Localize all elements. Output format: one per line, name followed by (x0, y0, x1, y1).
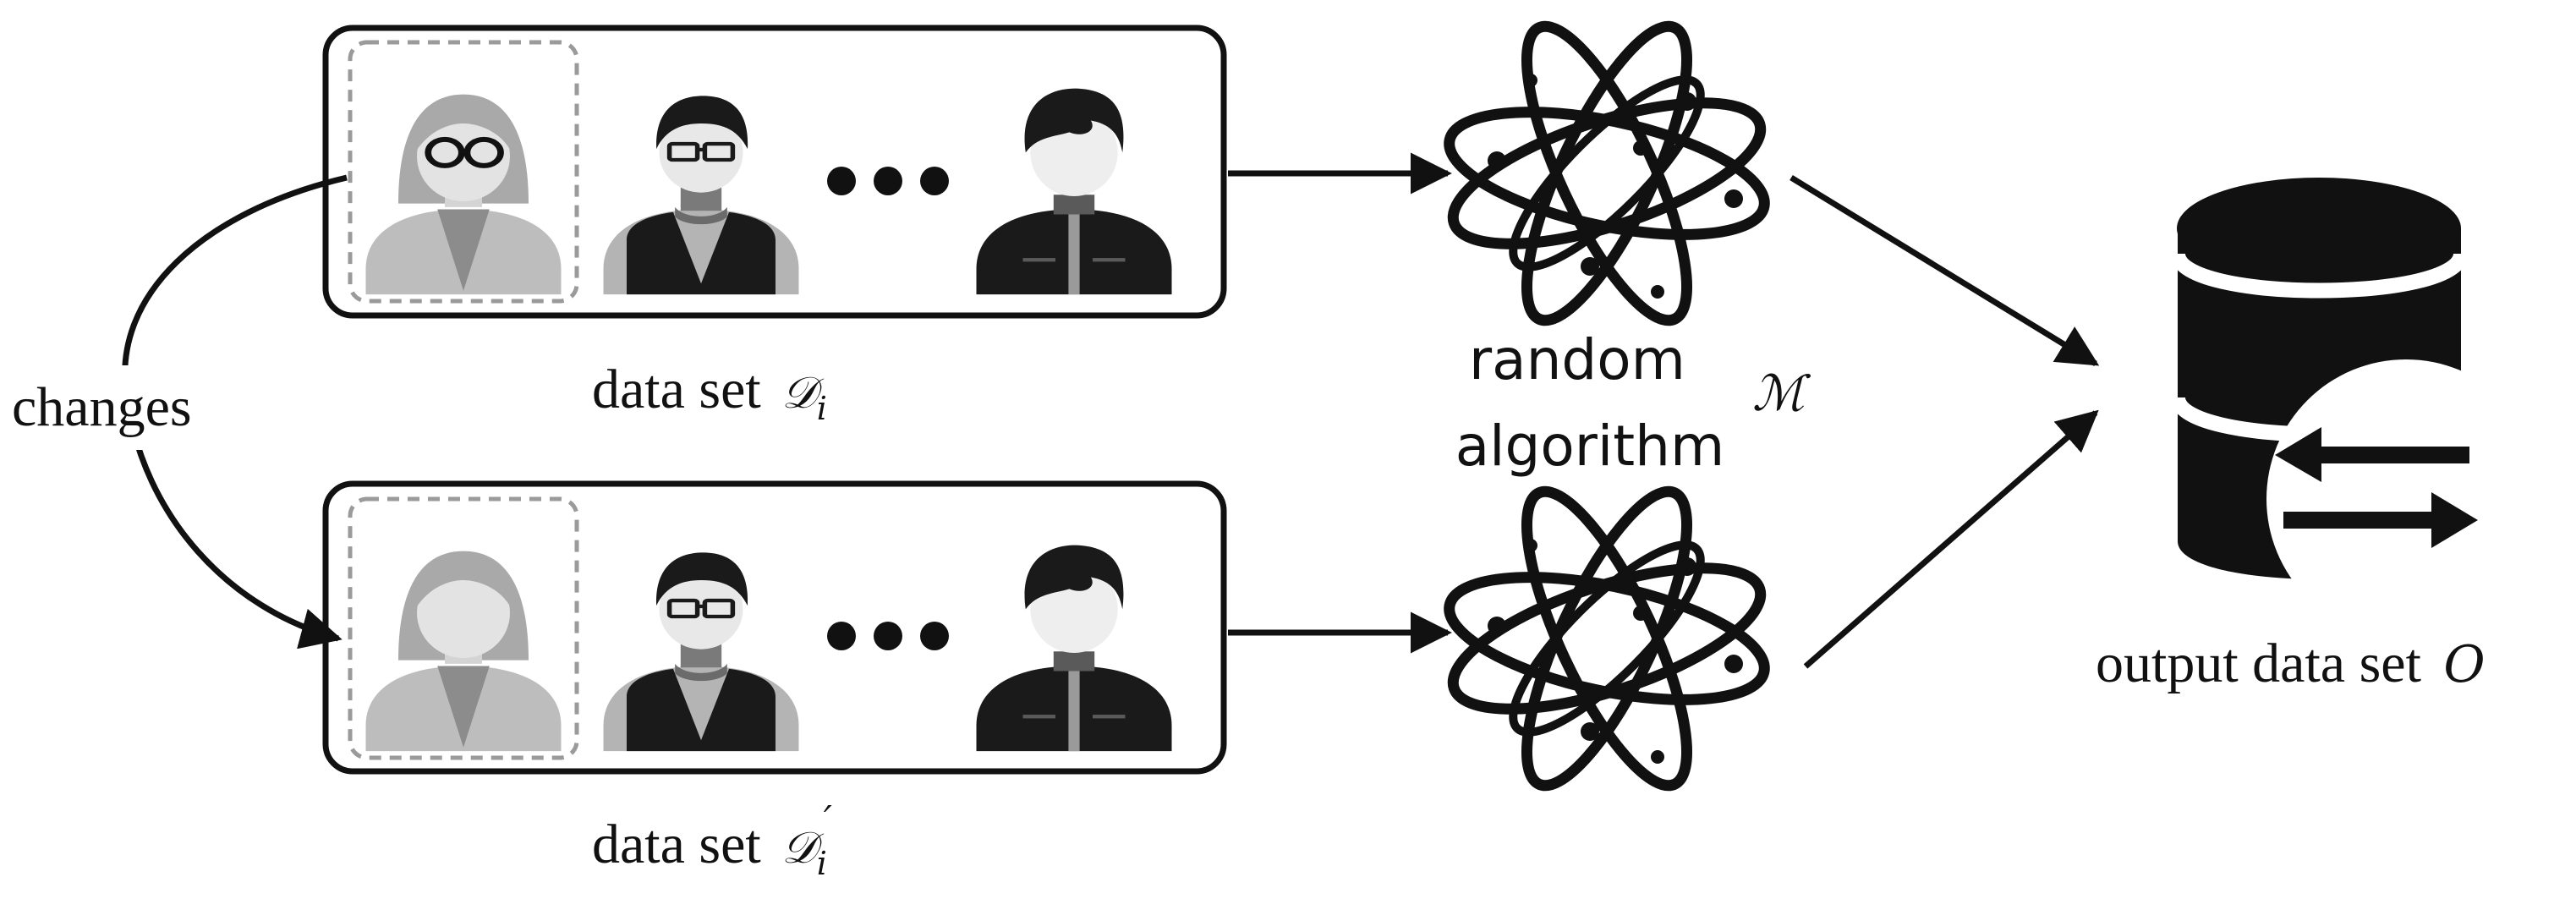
arrow-bottom-to-output (1803, 409, 2099, 669)
algorithm-label-line2: algorithm (1455, 414, 1725, 479)
database-sync-icon (2170, 178, 2546, 639)
atom-icon (1438, 8, 1776, 339)
ellipsis-dots (827, 167, 949, 195)
algorithm-symbol: ℳ (1752, 365, 1811, 422)
ellipsis-dots (827, 622, 949, 650)
dataset-top-highlight (348, 40, 579, 304)
algorithm-label-line1: random (1469, 327, 1685, 392)
atom-icon (1438, 474, 1776, 804)
dataset-bottom-label: data set 𝒟i′ (592, 798, 832, 882)
changes-label-bg (7, 365, 244, 450)
dataset-bottom-highlight (348, 496, 579, 760)
dataset-bottom-box (322, 480, 1227, 775)
arrow-top-to-output (1789, 175, 2100, 366)
dataset-top-box (322, 25, 1227, 319)
dataset-top-label: data set 𝒟i (592, 359, 827, 427)
output-label: output data set O (2096, 633, 2486, 694)
user-female-icon (365, 94, 562, 295)
changes-label: changes (12, 376, 192, 438)
